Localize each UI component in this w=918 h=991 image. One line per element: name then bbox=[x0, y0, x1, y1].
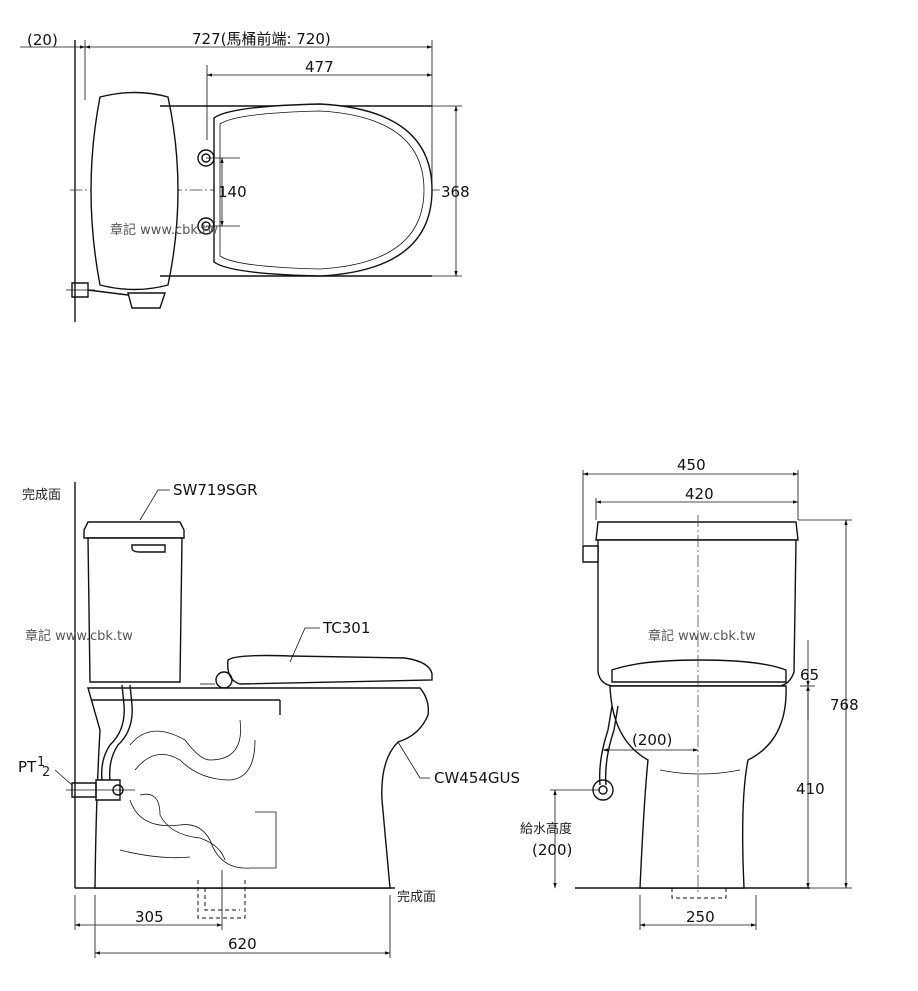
supply-height-value: (200) bbox=[532, 841, 572, 859]
front-seat bbox=[611, 659, 787, 683]
bowl-model-label: CW454GUS bbox=[434, 769, 520, 787]
watermark-front: 章記 www.cbk.tw bbox=[648, 628, 756, 644]
top-view: (20) 727(馬桶前端: 720) 477 140 368 章記 www.c… bbox=[20, 30, 470, 322]
bowl-body bbox=[87, 687, 430, 889]
front-view: 450 420 65 768 (200) 410 250 給水高度 (200) … bbox=[520, 456, 859, 930]
dim-width-label: 368 bbox=[441, 183, 470, 201]
lid-model-label: SW719SGR bbox=[173, 481, 258, 499]
dim-tank-label: 420 bbox=[685, 485, 714, 503]
tank-body bbox=[87, 537, 183, 683]
dim-bolt-label: 140 bbox=[218, 183, 247, 201]
floor-label-top: 完成面 bbox=[22, 488, 61, 503]
front-tank-lid bbox=[595, 521, 799, 541]
lever-handle bbox=[127, 292, 166, 309]
side-view: 完成面 SW719SGR TC301 CW454GUS PT 1 2 完成面 3… bbox=[18, 481, 520, 958]
dim-base-label: 250 bbox=[686, 908, 715, 926]
dim-seat-label: 477 bbox=[305, 58, 334, 76]
dim-rough-label: 305 bbox=[135, 908, 164, 926]
dim-depth-label: 620 bbox=[228, 935, 257, 953]
seat-side bbox=[227, 654, 433, 685]
watermark-top: 章記 www.cbk.tw bbox=[110, 222, 218, 238]
dim-supply-label: (200) bbox=[632, 731, 672, 749]
floor-label-bottom: 完成面 bbox=[397, 890, 436, 905]
pipe-label-sub: 2 bbox=[42, 765, 50, 780]
dim-total-label: 727(馬桶前端: 720) bbox=[192, 30, 331, 48]
pipe-label-sup: 1 bbox=[37, 755, 45, 770]
supply-height-label: 給水高度 bbox=[520, 821, 572, 837]
dim-height-label: 768 bbox=[830, 696, 859, 714]
dim-gap-label: 65 bbox=[800, 666, 819, 684]
seat-outline bbox=[213, 103, 433, 277]
seat-model-label: TC301 bbox=[322, 619, 370, 637]
tank-top-outline bbox=[90, 91, 179, 291]
dim-seat-height-label: 410 bbox=[796, 780, 825, 798]
tank-lid bbox=[83, 521, 185, 539]
dim-lid-label: 450 bbox=[677, 456, 706, 474]
watermark-side: 章記 www.cbk.tw bbox=[25, 628, 133, 644]
pipe-label-main: PT bbox=[18, 758, 37, 776]
dim-offset-label: (20) bbox=[27, 31, 58, 49]
